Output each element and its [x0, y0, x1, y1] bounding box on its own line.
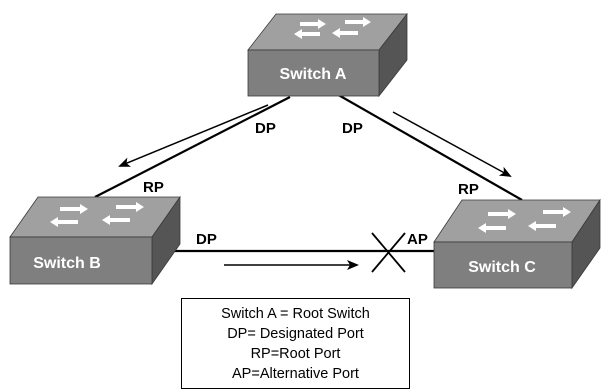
switch-arrows-icon [50, 202, 144, 227]
arrow-a-to-b [118, 104, 269, 167]
link-a-b [94, 96, 291, 198]
switch-a-label: Switch A [280, 66, 347, 83]
switch-b-label: Switch B [33, 255, 101, 272]
switch-arrows-icon [478, 207, 571, 233]
arrow-a-to-c [392, 111, 512, 177]
port-label-a-right: DP [342, 120, 363, 137]
port-label-c-left: AP [407, 231, 428, 248]
legend-line: Switch A = Root Switch [221, 305, 370, 322]
legend-line: AP=Alternative Port [232, 365, 359, 382]
switch-arrows-icon [294, 17, 371, 39]
legend-line: DP= Designated Port [227, 325, 364, 342]
switch-c-label: Switch C [468, 259, 536, 276]
switch-c[interactable]: Switch C [433, 198, 601, 290]
legend-line: RP=Root Port [250, 345, 341, 362]
blocked-port-x-icon [371, 232, 406, 273]
switch-b[interactable]: Switch B [9, 195, 181, 286]
port-label-b-right: DP [196, 231, 217, 248]
legend-box: Switch A = Root Switch DP= Designated Po… [181, 298, 410, 389]
link-a-c [334, 92, 523, 201]
switch-a[interactable]: Switch A [247, 12, 408, 98]
port-label-c-top: RP [458, 181, 479, 198]
port-label-a-left: DP [255, 120, 276, 137]
port-label-b-top: RP [143, 179, 164, 196]
